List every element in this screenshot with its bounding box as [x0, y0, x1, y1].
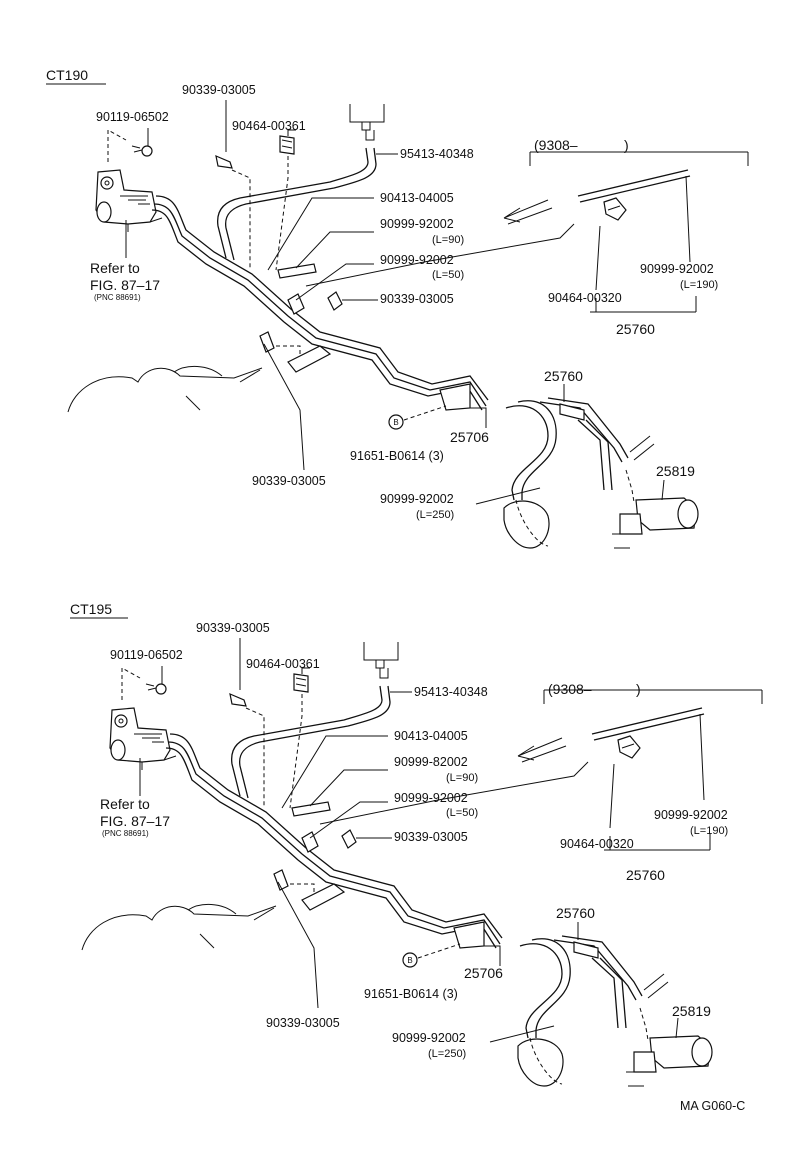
label-ref-fig: FIG. 87–17: [100, 813, 170, 829]
label-vsv: 25819: [672, 1003, 711, 1019]
diagram-code: MA G060-C: [680, 1099, 745, 1113]
label-vsv: 25819: [656, 463, 695, 479]
label-plug-top: 90339-03005: [182, 83, 256, 97]
label-date-close: ): [624, 137, 629, 153]
label-len-90: (L=90): [432, 234, 464, 246]
label-plug-mid: 90339-03005: [380, 292, 454, 306]
label-plug-low: 90339-03005: [266, 1016, 340, 1030]
label-b-marker: B: [393, 418, 398, 427]
label-plug-mid: 90339-03005: [394, 830, 468, 844]
section-title-ct190: CT190: [46, 67, 88, 83]
label-date-bracket: (9308–: [548, 681, 592, 697]
label-hose-bend: 95413-40348: [400, 147, 474, 161]
label-plug-low: 90339-03005: [252, 474, 326, 488]
label-len-90: (L=90): [446, 772, 478, 784]
label-hose-50: 90999-92002: [394, 791, 468, 805]
label-asm-pipe: 25760: [556, 905, 595, 921]
label-clip-top: 90464-00361: [246, 657, 320, 671]
label-hose-50: 90999-92002: [380, 253, 454, 267]
label-len-250: (L=250): [428, 1048, 466, 1060]
label-bolt-b: 91651-B0614 (3): [364, 987, 458, 1001]
label-len-50: (L=50): [446, 807, 478, 819]
section-ct195: [70, 617, 763, 1087]
label-clip-top: 90464-00361: [232, 119, 306, 133]
label-clip-mid: 90413-04005: [394, 729, 468, 743]
label-asm-right: 25760: [616, 321, 655, 337]
label-ref-pnc: (PNC 88691): [94, 293, 141, 302]
label-len-250: (L=250): [416, 509, 454, 521]
label-bolt: 90119-06502: [96, 110, 169, 124]
label-date-close: ): [636, 681, 641, 697]
label-ref-pnc: (PNC 88691): [102, 829, 149, 838]
label-hose-250: 90999-92002: [392, 1031, 466, 1045]
label-clip-right: 90464-00320: [548, 291, 622, 305]
label-hose-190: 90999-92002: [654, 808, 728, 822]
section-title-ct195: CT195: [70, 601, 112, 617]
label-len-50: (L=50): [432, 269, 464, 281]
label-hose-250: 90999-92002: [380, 492, 454, 506]
label-bolt-b: 91651-B0614 (3): [350, 449, 444, 463]
section-ct190: [46, 83, 749, 549]
label-refer-to: Refer to: [90, 260, 140, 276]
label-hose-90: 90999-82002: [394, 755, 468, 769]
label-b-marker: B: [407, 956, 412, 965]
label-refer-to: Refer to: [100, 796, 150, 812]
label-date-bracket: (9308–: [534, 137, 578, 153]
label-asm-right: 25760: [626, 867, 665, 883]
label-hose-bend: 95413-40348: [414, 685, 488, 699]
label-clip-mid: 90413-04005: [380, 191, 454, 205]
label-pipe-bracket: 25706: [464, 965, 503, 981]
label-plug-top: 90339-03005: [196, 621, 270, 635]
label-ref-fig: FIG. 87–17: [90, 277, 160, 293]
label-hose-190: 90999-92002: [640, 262, 714, 276]
label-len-190: (L=190): [690, 825, 728, 837]
label-hose-90: 90999-92002: [380, 217, 454, 231]
label-clip-right: 90464-00320: [560, 837, 634, 851]
label-bolt: 90119-06502: [110, 648, 183, 662]
label-asm-pipe: 25760: [544, 368, 583, 384]
label-pipe-bracket: 25706: [450, 429, 489, 445]
label-len-190: (L=190): [680, 279, 718, 291]
